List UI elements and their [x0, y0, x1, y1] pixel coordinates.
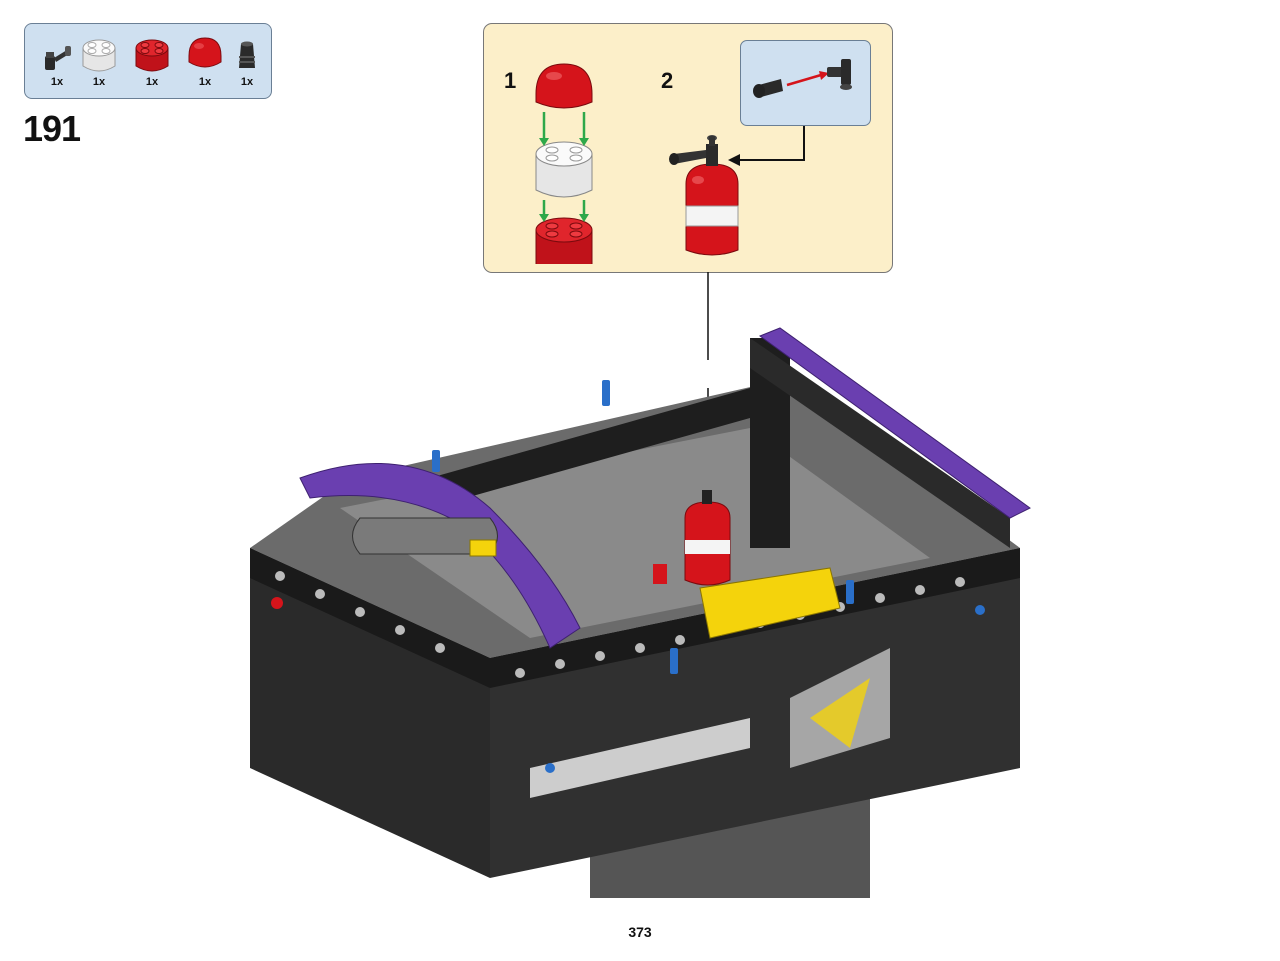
part-qty: 1x: [145, 76, 159, 88]
red-dome-part-icon: [188, 37, 222, 68]
parts-list-box: 1x 1x 1x 1x: [24, 23, 272, 99]
substep-number: 2: [661, 68, 674, 93]
white-round-brick-part-icon: [82, 39, 116, 72]
main-model-illustration: [250, 327, 1031, 898]
part-item: 1x: [130, 24, 174, 100]
black-nozzle-part-icon: [239, 41, 255, 68]
part-item: 1x: [77, 24, 121, 100]
substep-1-illustration: [535, 63, 593, 264]
callout-box: [740, 40, 871, 126]
part-qty: 1x: [92, 76, 106, 88]
part-item: 1x: [35, 24, 79, 100]
part-qty: 1x: [50, 76, 64, 88]
callout-arrow: [728, 126, 805, 166]
page-number: 373: [628, 924, 652, 940]
fire-extinguisher-illustration: [669, 135, 739, 256]
substep-box: 1 2: [483, 23, 893, 273]
hose-assembly-illustration: [753, 59, 852, 98]
hose-connector-part-icon: [45, 46, 71, 70]
part-qty: 1x: [240, 76, 254, 88]
part-qty: 1x: [198, 76, 212, 88]
step-number: 191: [23, 108, 81, 149]
red-round-brick-part-icon: [135, 39, 169, 72]
substep-number: 1: [504, 68, 517, 93]
part-item: 1x: [225, 24, 269, 100]
part-item: 1x: [183, 24, 227, 100]
